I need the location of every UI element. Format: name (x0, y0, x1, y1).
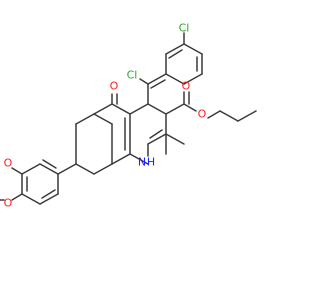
molecule-canvas: Cl Cl O O O O O N H (0, 22, 257, 210)
chlorine-atom-label: Cl (179, 22, 190, 35)
bond (165, 133, 185, 145)
bond (111, 153, 131, 165)
bond (183, 73, 203, 85)
bond (165, 73, 185, 85)
bond (57, 163, 77, 175)
bond (150, 79, 166, 89)
bond (139, 78, 149, 85)
bond (11, 193, 23, 201)
bond (111, 103, 131, 115)
bond (168, 49, 183, 59)
bond (165, 43, 185, 55)
bond (42, 159, 57, 169)
bond (219, 110, 239, 122)
bond (75, 163, 95, 175)
atom-label-layer: Cl Cl O O O O O N H (4, 22, 207, 210)
bond (147, 103, 167, 115)
bond (11, 167, 23, 175)
oxygen-atom-label: O (198, 108, 207, 121)
bond (147, 133, 167, 145)
bond (129, 153, 149, 165)
bond-layer (0, 32, 257, 205)
oxygen-atom-label: O (4, 197, 13, 210)
bond (39, 193, 59, 205)
bond (207, 110, 221, 119)
oxygen-atom-label: O (4, 157, 13, 170)
bond (93, 163, 113, 175)
bond (183, 103, 197, 112)
oxygen-atom-label: O (110, 80, 119, 93)
oxygen-atom-label: O (182, 80, 191, 93)
bond (93, 103, 113, 115)
bond (21, 193, 41, 205)
bond (149, 129, 163, 139)
bond (237, 110, 257, 122)
bond (183, 43, 203, 55)
bond (93, 113, 113, 125)
bond (147, 73, 167, 85)
chlorine-atom-label: Cl (127, 69, 138, 82)
structure-drawing: Cl Cl O O O O O N H (0, 22, 257, 210)
bond (129, 103, 149, 115)
bond (41, 189, 56, 199)
hydrogen-atom-label: H (147, 156, 155, 169)
bond (75, 113, 95, 125)
bond (21, 163, 41, 175)
nitrogen-atom-label: N (138, 156, 146, 169)
bond (165, 103, 185, 115)
bond (39, 163, 59, 175)
